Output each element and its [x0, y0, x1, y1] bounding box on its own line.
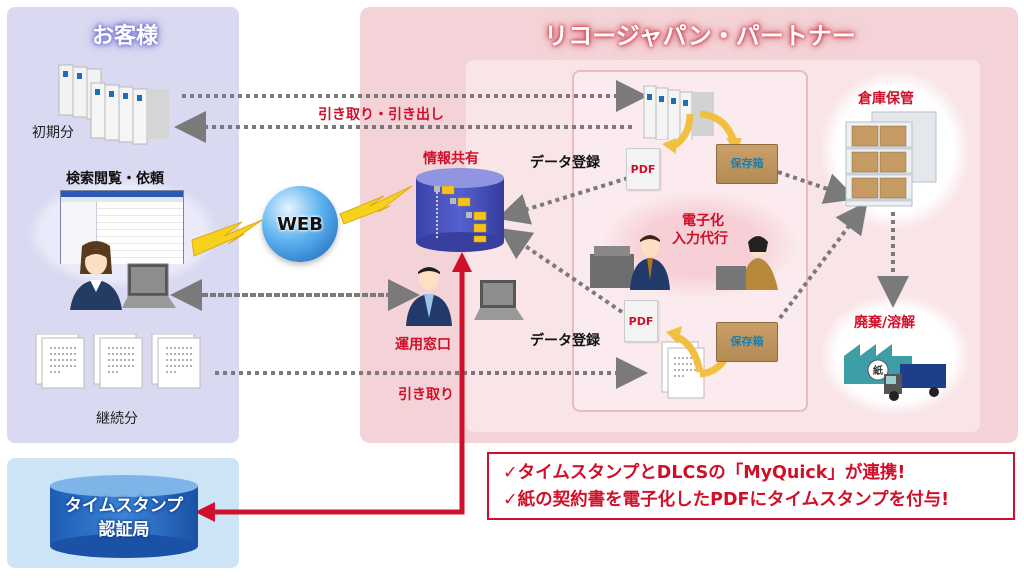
pdf-bottom-label: PDF [628, 315, 654, 328]
data-register-top-label: データ登録 [530, 155, 600, 171]
tsa-line1: タイムスタンプ [64, 496, 184, 516]
ops-person-icon [406, 266, 452, 326]
pdf-top-label: PDF [630, 163, 656, 176]
initial-label: 初期分 [32, 125, 74, 141]
user-woman-icon [70, 241, 122, 310]
web-screen-thumbnail [60, 190, 184, 264]
customer-title: お客様 [91, 24, 158, 49]
laptop-ops-icon [474, 280, 524, 320]
arrow-box-to-warehouse [777, 170, 858, 204]
digitize-label-line1: 電子化 [682, 213, 724, 229]
digitize-label-line2: 入力代行 [672, 231, 728, 247]
binders-initial-icon [58, 64, 169, 145]
partner-title: リコージャパン・パートナー [544, 22, 856, 50]
warehouse-shelves-icon [845, 111, 937, 207]
tsa-database-icon [50, 475, 198, 558]
data-register-bottom-label: データ登録 [530, 333, 600, 349]
callout-line1: ✓タイムスタンプとDLCSの「MyQuick」が連携! [503, 463, 906, 483]
tsa-line2: 認証局 [98, 520, 150, 540]
info-share-label: 情報共有 [423, 151, 479, 167]
arrow-data-register-top [496, 176, 629, 225]
lightning-right-icon [339, 185, 413, 225]
disposal-label: 廃棄/溶解 [854, 315, 916, 331]
callout-line2: ✓紙の契約書を電子化したPDFにタイムスタンプを付与! [503, 490, 950, 510]
continuing-label: 継続分 [96, 411, 138, 427]
warehouse-label: 倉庫保管 [858, 91, 914, 107]
paper-recycle-glyph: 紙 [873, 364, 883, 377]
storage-box-top-label: 保存箱 [730, 157, 764, 170]
storage-box-bottom-label: 保存箱 [730, 335, 764, 348]
arrow-timestamp [195, 452, 465, 522]
arrow-data-register-bottom [498, 227, 624, 314]
pdf-bottom-icon: PDF [624, 300, 658, 342]
pickup-label: 引き取り [398, 387, 454, 403]
pdf-top-icon: PDF [626, 148, 660, 190]
info-share-database-icon [416, 168, 504, 252]
pickup-retrieve-label: 引き取り・引き出し [318, 107, 444, 123]
search-label: 検索閲覧・依頼 [66, 171, 164, 187]
feature-callout: ✓タイムスタンプとDLCSの「MyQuick」が連携! ✓紙の契約書を電子化した… [487, 452, 1015, 520]
storage-box-top-icon: 保存箱 [716, 144, 778, 184]
copier-operator-icon [590, 235, 670, 290]
web-label: WEB [277, 214, 323, 235]
binders-received-icon [643, 85, 714, 140]
ops-window-label: 運用窓口 [395, 337, 451, 353]
documents-continuing-icon [35, 334, 201, 389]
lightning-left-icon [191, 219, 263, 257]
laptop-customer-icon [122, 263, 176, 308]
storage-box-bottom-icon: 保存箱 [716, 322, 778, 362]
typist-operator-icon [716, 235, 778, 290]
arrow-box-to-warehouse-2 [778, 201, 868, 320]
web-globe-icon [262, 186, 338, 262]
disposal-factory-truck-icon: 紙 [844, 344, 946, 401]
